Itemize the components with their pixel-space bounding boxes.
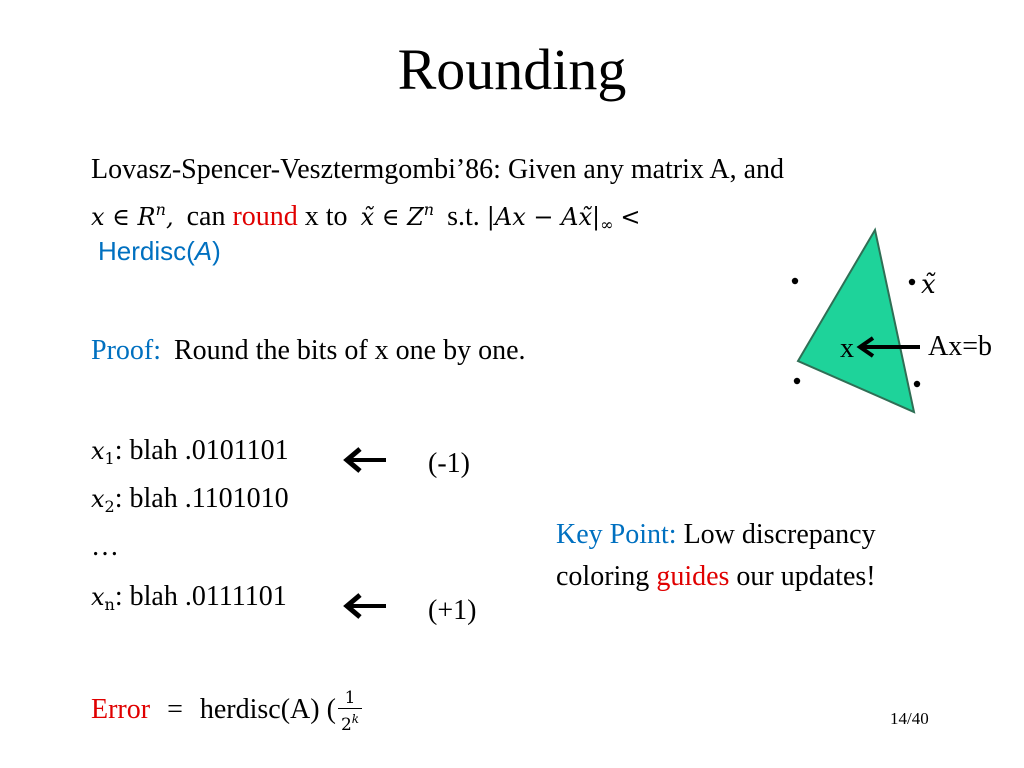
x-to-word: x to xyxy=(304,201,348,232)
intro-line-2: x ∈ Rn, can round x to x̃ ∈ Zn s.t. |Ax … xyxy=(91,193,641,242)
x-in-rn: x ∈ R xyxy=(91,203,156,231)
pointer-arrowhead xyxy=(856,336,875,358)
lattice-point xyxy=(791,277,799,285)
error-text: herdisc(A) ( xyxy=(199,693,336,725)
bit-text: : blah .1101010 xyxy=(114,483,289,514)
key-point-guides: guides xyxy=(656,561,730,592)
diagram-xtilde-label: x̃ xyxy=(921,270,936,300)
bit-row-ellipsis: … xyxy=(91,530,119,564)
proof-line: Proof: Round the bits of x one by one. xyxy=(91,334,526,368)
bit-sub: 1 xyxy=(104,449,115,468)
lattice-point xyxy=(908,278,916,286)
bit-note-minus: (-1) xyxy=(428,448,470,479)
bit-row-n: xn: blah .0111101 xyxy=(91,580,287,622)
polytope-diagram xyxy=(791,227,921,414)
lattice-point xyxy=(793,377,801,385)
bit-row-1: x1: blah .0101101 xyxy=(91,434,289,476)
fraction-numerator: 1 xyxy=(337,688,363,709)
key-point-label: Key Point: xyxy=(556,519,677,550)
den-superscript: k xyxy=(351,712,360,726)
bit-sub: n xyxy=(104,595,115,614)
page-number: 14/40 xyxy=(890,709,929,728)
bit-row-2: x2: blah .1101010 xyxy=(91,482,289,524)
such-that: s.t. xyxy=(447,201,480,232)
can-word: can xyxy=(186,201,226,232)
zn-superscript: n xyxy=(423,200,435,219)
error-equals: = xyxy=(167,693,183,725)
bit-text: : blah .0101101 xyxy=(114,435,289,466)
xtilde-in-zn: x̃ ∈ Z xyxy=(360,203,424,231)
rn-superscript: n xyxy=(155,200,166,219)
proof-label: Proof: xyxy=(91,335,161,366)
comma: , xyxy=(165,203,174,231)
herdisc-close: ) xyxy=(212,236,221,266)
bit-var: x xyxy=(91,437,105,465)
norm-expression: |Ax − Ax̃| xyxy=(486,203,601,231)
proof-text: Round the bits of x one by one. xyxy=(174,335,526,366)
herdisc-arg: A xyxy=(194,236,213,266)
arrow-left-icon xyxy=(343,447,386,473)
herdisc-label: Herdisc( xyxy=(98,236,195,266)
key-point-text-2a: coloring xyxy=(556,561,650,592)
key-point-line-2: coloring guides our updates! xyxy=(556,560,876,594)
less-than: < xyxy=(620,203,641,231)
bit-var: x xyxy=(91,485,105,513)
ellipsis: … xyxy=(91,531,119,562)
intro-citation-text: Lovasz-Spencer-Vesztermgombi’86: Given a… xyxy=(91,154,785,185)
intro-line-3: Herdisc(A) xyxy=(98,236,221,267)
error-label: Error xyxy=(91,693,151,725)
slide-title: Rounding xyxy=(397,37,627,102)
bit-note-plus: (+1) xyxy=(428,595,477,626)
arrow-left-icon xyxy=(343,593,386,619)
bit-sub: 2 xyxy=(104,497,115,516)
diagram-x-label: x xyxy=(840,333,854,364)
den-base: 2 xyxy=(340,715,352,735)
fraction-denominator: 2k xyxy=(338,709,362,735)
bit-var: x xyxy=(91,583,105,611)
infinity-subscript: ∞ xyxy=(600,215,614,234)
polytope-triangle xyxy=(796,227,916,414)
round-word: round xyxy=(232,201,298,232)
bit-text: : blah .0111101 xyxy=(114,581,287,612)
diagram-axb-label: Ax=b xyxy=(928,331,993,362)
key-point-text-1: Low discrepancy xyxy=(683,519,876,550)
lattice-point xyxy=(913,380,921,388)
intro-line-1: Lovasz-Spencer-Vesztermgombi’86: Given a… xyxy=(91,153,784,187)
key-point-line-1: Key Point: Low discrepancy xyxy=(556,518,876,552)
key-point-text-2b: our updates! xyxy=(736,561,876,592)
